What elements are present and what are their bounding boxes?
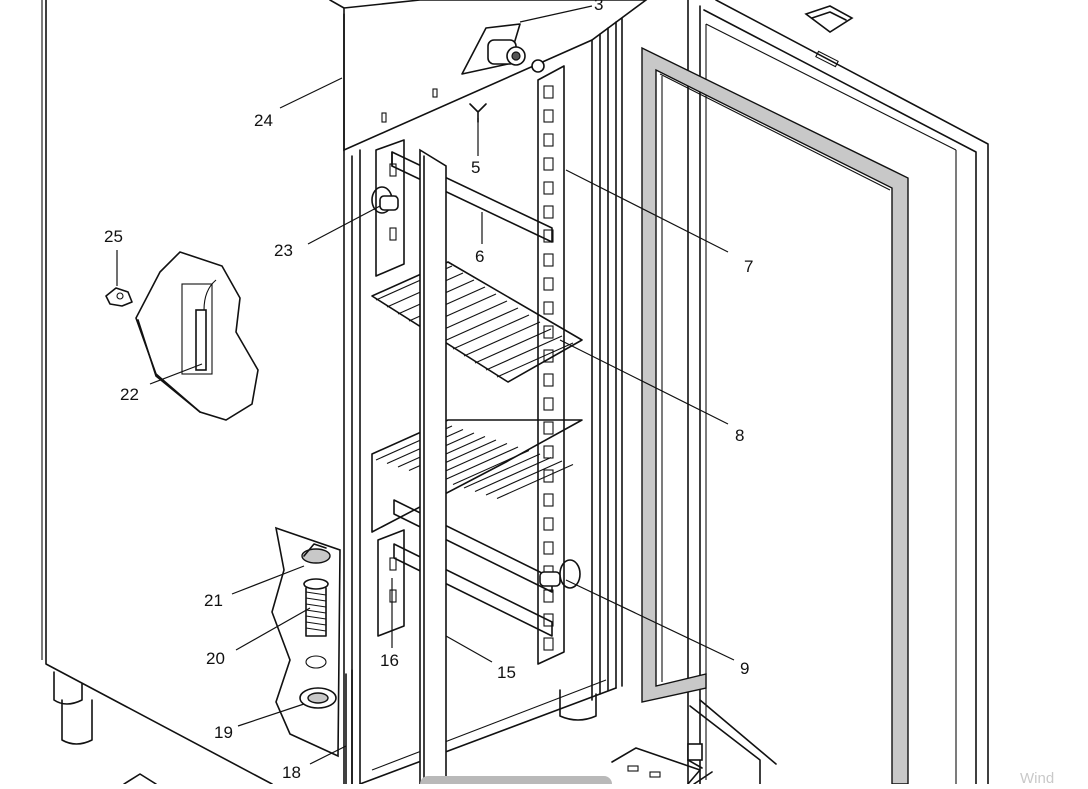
part-label-16: 16 [380,651,399,670]
wire-shelf-upper [371,261,583,383]
probe-inset [135,251,259,421]
part-label-5: 5 [471,158,480,177]
probe-clip-25 [105,287,133,307]
shelf-support-lower [393,499,553,637]
part-label-8: 8 [735,426,744,445]
taskbar-edge [420,776,612,784]
shelf-support-upper [391,151,553,243]
leader-lines [116,5,735,765]
top-control-housing [343,0,648,152]
glass-door [687,0,989,785]
part-label-9: 9 [740,659,749,678]
hinge-lower [539,559,581,589]
part-label-21: 21 [204,591,223,610]
bottom-left-corner [123,773,157,785]
door-bottom-hinge [611,743,713,785]
rail-slots [543,85,554,651]
part-label-20: 20 [206,649,225,668]
part-label-3: 3 [594,0,603,14]
drain-inset [271,526,341,758]
part-number-callouts: 3 24 5 6 7 23 25 22 8 21 20 16 15 9 19 18 [104,0,753,782]
part-label-15: 15 [497,663,516,682]
front-shelf-rail [375,139,405,637]
door-gasket [641,46,909,785]
bottom-lower-door-edge [689,699,777,785]
hinge-upper [371,186,399,214]
part-label-18: 18 [282,763,301,782]
vertical-door-bar [419,148,447,785]
part-label-23: 23 [274,241,293,260]
part-label-7: 7 [744,257,753,276]
part-label-6: 6 [475,247,484,266]
cabinet-side-panel [41,0,597,785]
part-label-19: 19 [214,723,233,742]
wire-shelf-lower [371,419,583,533]
drain-tube-18 [345,669,353,785]
part-label-25: 25 [104,227,123,246]
part-label-22: 22 [120,385,139,404]
part-label-24: 24 [254,111,273,130]
watermark-text: Wind [1020,770,1054,784]
door-lock [461,23,545,75]
